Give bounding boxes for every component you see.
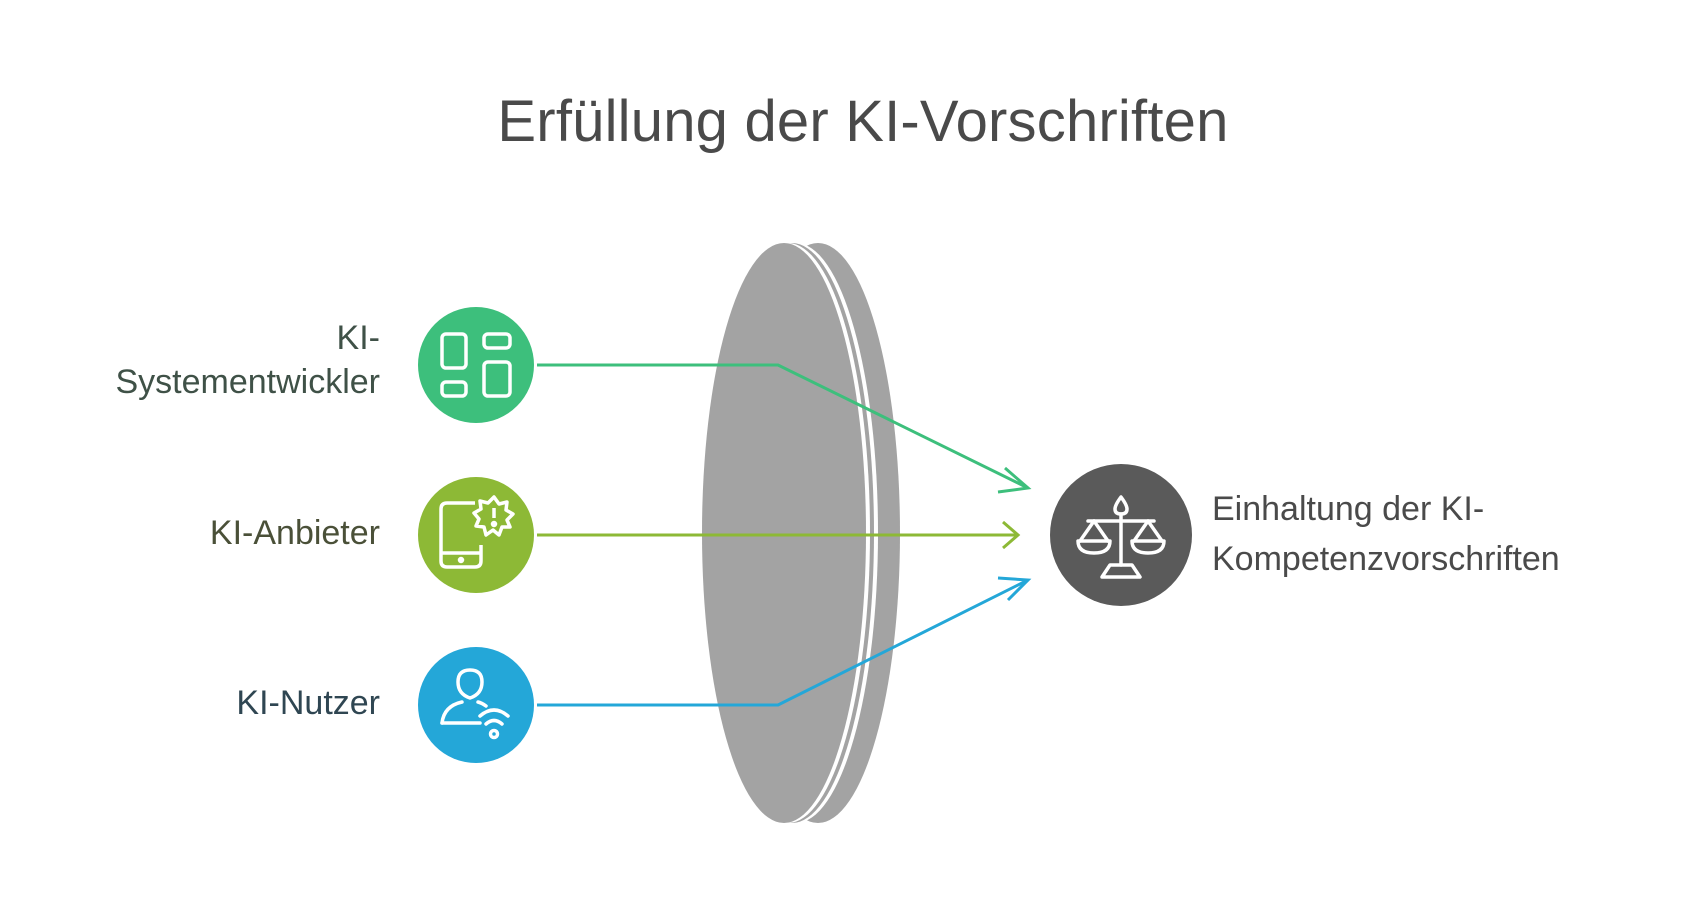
provider-node (418, 477, 534, 593)
mobile-alert-icon (439, 495, 515, 569)
developer-node (418, 307, 534, 423)
connector-developer (537, 363, 1032, 494)
label-provider: KI-Anbieter (209, 514, 380, 552)
scale-icon (1076, 495, 1166, 579)
label-compliance-line2: Kompetenzvorschriften (1212, 540, 1560, 578)
label-developer: KI- Systementwickler (20, 316, 380, 404)
lens-shape (702, 243, 900, 823)
connector-provider (537, 520, 1021, 550)
label-compliance-line1: Einhaltung der KI- (1212, 490, 1485, 528)
dashboard-layout-icon (440, 332, 512, 398)
label-developer-line2: Systementwickler (115, 363, 380, 401)
label-developer-line1: KI- (336, 319, 380, 357)
user-node (418, 647, 534, 763)
compliance-node (1050, 464, 1192, 606)
label-user: KI-Nutzer (236, 684, 380, 722)
connector-user (537, 576, 1032, 707)
label-compliance: Einhaltung der KI- Kompetenzvorschriften (1212, 484, 1672, 584)
user-wifi-icon (440, 668, 510, 740)
diagram-title: Erfüllung der KI-Vorschriften (497, 89, 1229, 154)
